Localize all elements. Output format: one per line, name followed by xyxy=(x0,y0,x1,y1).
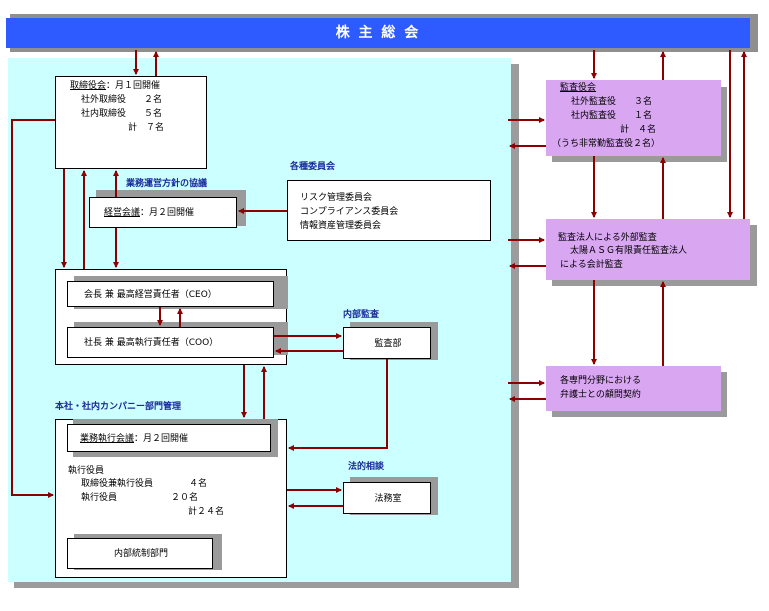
auditors-title: 監査役会 xyxy=(560,83,597,93)
external-audit-line-1: 監査法人による外部監査 xyxy=(558,233,657,243)
execution-meeting-box: 業務執行会議：月２回開催 xyxy=(67,424,271,452)
management-meeting-frequency: ：月２回開催 xyxy=(140,208,195,218)
executive-officers-count: 執行役員 ２０名 xyxy=(81,493,199,503)
board-title: 取締役会 xyxy=(70,81,107,91)
external-audit-line-2: 太陽ＡＳＧ有限責任監査法人 xyxy=(570,246,688,256)
board-of-directors-box: 取締役会：月１回開催 社外取締役 ２名 社内取締役 ５名 計 ７名 xyxy=(55,76,207,169)
executive-officers-title: 執行役員 xyxy=(68,466,105,476)
information-asset-committee: 情報資産管理委員会 xyxy=(300,221,382,231)
legal-consultation-label: 法的相談 xyxy=(348,462,385,472)
board-title-line: 取締役会：月１回開催 xyxy=(70,80,160,92)
internal-control-box: 内部統制部門 xyxy=(67,538,213,569)
coo-label: 社長 兼 最高執行責任者（COO） xyxy=(84,338,219,348)
execution-meeting-line: 業務執行会議：月２回開催 xyxy=(80,433,188,445)
board-outside-directors: 社外取締役 ２名 xyxy=(81,95,163,105)
legal-office-box: 法務室 xyxy=(343,482,431,514)
lawyers-line-1: 各専門分野における xyxy=(560,376,642,386)
inside-auditors: 社内監査役 １名 xyxy=(571,111,653,121)
lawyers-box: 各専門分野における 弁護士との顧問契約 xyxy=(546,366,721,411)
compliance-committee: コンプライアンス委員会 xyxy=(300,207,399,217)
audit-department-box: 監査部 xyxy=(343,327,431,359)
company-management-label: 本社・社内カンパニー部門管理 xyxy=(55,402,182,412)
lawyers-line-2: 弁護士との顧問契約 xyxy=(560,390,641,400)
auditors-parttime: （うち非常勤監査役２名） xyxy=(552,139,661,149)
arrow-audit-to-execution xyxy=(288,359,388,451)
board-inside-directors: 社内取締役 ５名 xyxy=(81,109,163,119)
shareholders-meeting-title: 株 主 総 会 xyxy=(335,25,421,41)
execution-meeting-title: 業務執行会議 xyxy=(80,434,135,444)
management-policy-label: 業務運営方針の協議 xyxy=(126,179,208,189)
management-meeting-line: 経営会議：月２回開催 xyxy=(104,207,194,219)
arrow-board-to-execution-loop xyxy=(11,119,55,498)
internal-audit-label: 内部監査 xyxy=(343,310,380,320)
auditors-total: 計 ４名 xyxy=(620,125,657,135)
legal-office-label: 法務室 xyxy=(374,494,402,504)
external-audit-box: 監査法人による外部監査 太陽ＡＳＧ有限責任監査法人 による会計監査 xyxy=(546,219,750,280)
director-executive-officers: 取締役兼執行役員 ４名 xyxy=(81,479,208,489)
board-frequency: ：月１回開催 xyxy=(106,81,161,91)
executive-officers-total: 計２４名 xyxy=(188,507,225,517)
committees-label: 各種委員会 xyxy=(290,162,336,172)
committees-box: リスク管理委員会 コンプライアンス委員会 情報資産管理委員会 xyxy=(287,180,491,241)
outside-auditors: 社外監査役 ３名 xyxy=(571,97,653,107)
internal-control-label: 内部統制部門 xyxy=(113,549,168,559)
board-total: 計 ７名 xyxy=(128,123,165,133)
ceo-box: 会長 兼 最高経営責任者（CEO） xyxy=(67,281,274,307)
risk-committee: リスク管理委員会 xyxy=(300,193,373,203)
execution-meeting-frequency: ：月２回開催 xyxy=(134,434,189,444)
management-meeting-title: 経営会議 xyxy=(104,208,141,218)
shareholders-meeting-bar: 株 主 総 会 xyxy=(6,18,750,48)
coo-box: 社長 兼 最高執行責任者（COO） xyxy=(67,327,274,358)
ceo-label: 会長 兼 最高経営責任者（CEO） xyxy=(84,290,217,300)
board-of-auditors-box: 監査役会 社外監査役 ３名 社内監査役 １名 計 ４名 （うち非常勤監査役２名） xyxy=(546,80,721,156)
audit-department-label: 監査部 xyxy=(374,339,402,349)
external-audit-line-3: による会計監査 xyxy=(560,260,623,270)
management-meeting-box: 経営会議：月２回開催 xyxy=(89,197,237,228)
